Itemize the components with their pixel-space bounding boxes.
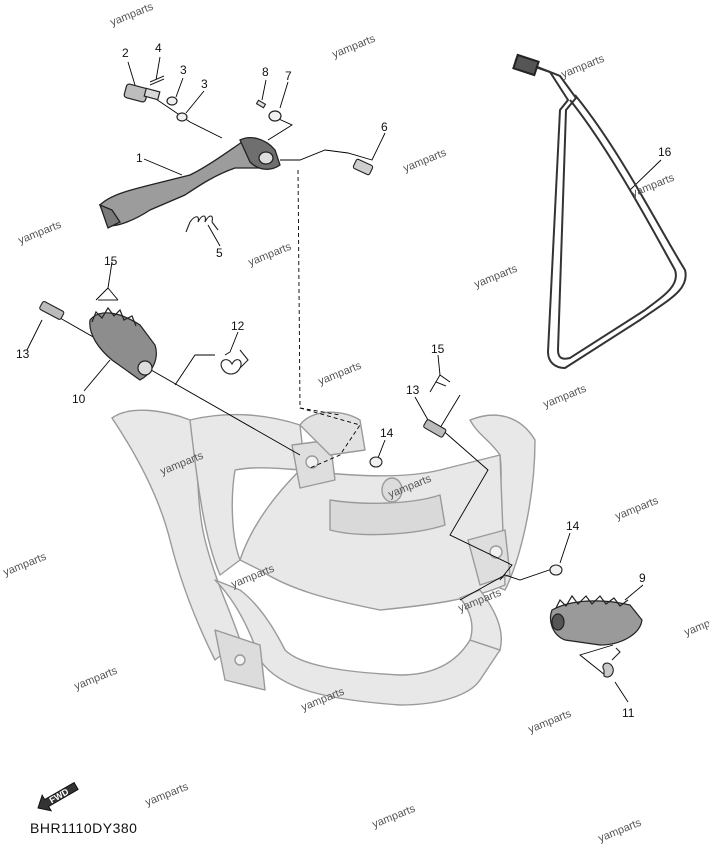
part-9-footpeg-right <box>549 594 643 646</box>
part-8-pin <box>255 99 267 109</box>
callout-8: 8 <box>262 65 269 79</box>
callout-1: 1 <box>136 151 143 165</box>
part-1-brake-pedal <box>98 137 281 229</box>
part-13-bolt-left <box>39 300 65 320</box>
part-3-washers <box>166 96 188 122</box>
part-6-bolt <box>352 158 374 176</box>
fwd-arrow-icon: FWD <box>37 781 79 812</box>
watermark: yamparts <box>527 708 574 736</box>
watermark: yamparts <box>614 495 661 523</box>
callout-4: 4 <box>155 41 162 55</box>
watermark: yamparts <box>17 219 64 247</box>
callout-2: 2 <box>122 46 129 60</box>
callout-5: 5 <box>216 246 223 260</box>
watermark: yamparts <box>630 172 677 200</box>
part-15-cotter-pin-right <box>435 381 447 387</box>
part-7-washer <box>268 110 282 122</box>
part-12-spring <box>220 349 249 375</box>
callout-9: 9 <box>639 571 646 585</box>
part-10-footpeg-left <box>89 306 157 381</box>
callout-13a: 13 <box>16 347 30 361</box>
callout-3a: 3 <box>180 63 187 77</box>
part-2-pivot-shaft <box>123 83 161 103</box>
watermark: yamparts <box>683 611 709 639</box>
part-13-bolt-right <box>423 419 447 438</box>
callout-15a: 15 <box>104 254 118 268</box>
part-5-return-spring <box>185 215 219 233</box>
callout-6: 6 <box>381 120 388 134</box>
callout-16: 16 <box>658 145 672 159</box>
watermark: yamparts <box>542 383 589 411</box>
part-14-washer-left <box>369 456 383 468</box>
watermark: yamparts <box>331 33 378 61</box>
diagram-code: BHR1110DY380 <box>30 820 138 836</box>
watermark: yamparts <box>597 817 644 844</box>
part-11-clip <box>602 647 621 678</box>
callout-12: 12 <box>231 319 245 333</box>
watermark: yamparts <box>73 665 120 693</box>
part-16-stand <box>512 53 687 370</box>
watermark: yamparts <box>560 53 607 81</box>
callout-11: 11 <box>622 706 635 720</box>
watermark: yamparts <box>247 241 294 269</box>
watermark: yamparts <box>371 803 418 831</box>
leader-lines <box>26 56 662 703</box>
callout-15b: 15 <box>431 342 445 356</box>
watermark: yamparts <box>317 360 364 388</box>
watermark: yamparts <box>2 551 49 579</box>
watermark: yamparts <box>109 1 156 29</box>
part-4-cotter-pin <box>149 75 165 86</box>
frame-illustration <box>111 409 536 706</box>
watermark: yamparts <box>144 781 191 809</box>
callout-3b: 3 <box>201 77 208 91</box>
callout-13b: 13 <box>406 383 420 397</box>
part-14-washer-right <box>549 564 563 576</box>
watermark: yamparts <box>473 263 520 291</box>
callout-10: 10 <box>72 392 86 406</box>
callout-14a: 14 <box>380 426 394 440</box>
callout-14b: 14 <box>566 519 580 533</box>
callout-7: 7 <box>285 69 292 83</box>
callout-labels: 2 4 3 3 8 7 6 1 5 16 15 13 12 10 15 13 1… <box>16 41 672 720</box>
watermark: yamparts <box>402 147 449 175</box>
